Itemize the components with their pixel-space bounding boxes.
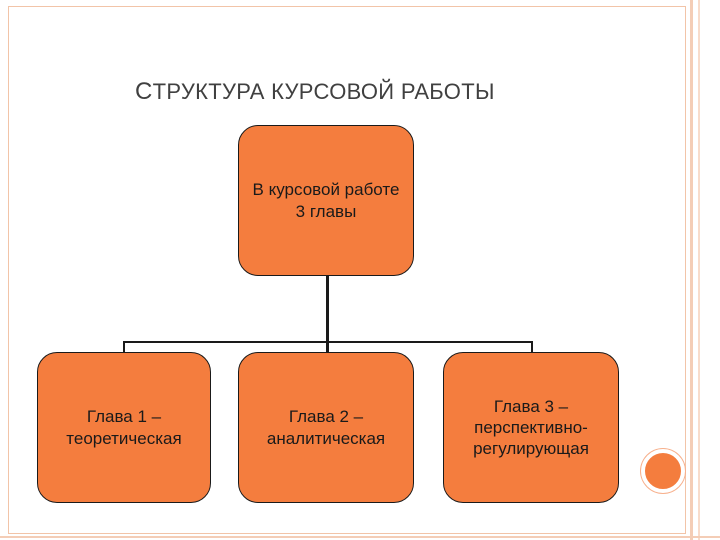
chapter-3-label: Глава 3 – перспективно- регулирующая (473, 396, 589, 459)
connector-child-2 (326, 341, 329, 352)
decorative-circle (641, 449, 685, 493)
frame-stripe (690, 0, 693, 540)
chapter-1-node: Глава 1 – теоретическая (37, 352, 211, 503)
connector-root-down (326, 276, 329, 342)
connector-child-3 (531, 341, 533, 352)
chapter-1-label: Глава 1 – теоретическая (66, 407, 182, 448)
connector-child-1 (123, 341, 125, 352)
chapter-2-node: Глава 2 – аналитическая (238, 352, 414, 503)
frame-stripe (0, 536, 720, 538)
title-initial: С (135, 78, 153, 105)
chapter-2-label: Глава 2 – аналитическая (266, 407, 386, 448)
title-rest: ТРУКТУРА КУРСОВОЙ РАБОТЫ (152, 79, 495, 104)
slide-frame (8, 6, 686, 534)
slide-title: СТРУКТУРА КУРСОВОЙ РАБОТЫ (135, 78, 495, 106)
chapter-3-node: Глава 3 – перспективно- регулирующая (443, 352, 619, 503)
root-node-label: В курсовой работе 3 главы (252, 180, 400, 221)
root-node: В курсовой работе 3 главы (238, 125, 414, 276)
frame-stripe (698, 0, 700, 540)
